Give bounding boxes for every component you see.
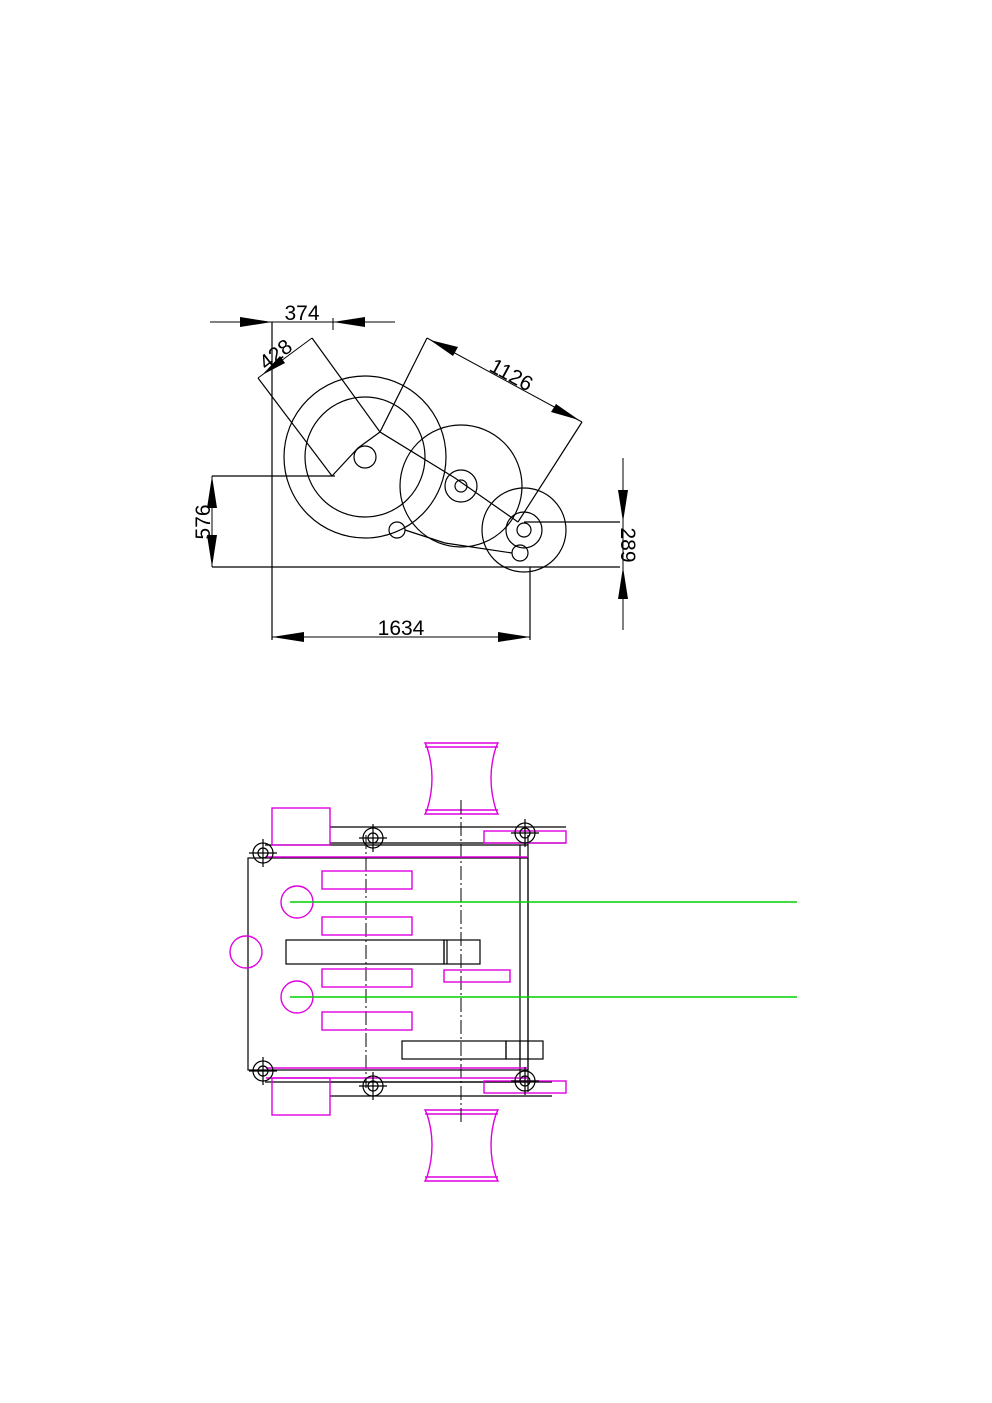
arrow-289-top: [618, 490, 628, 522]
dim-ext-1126b: [517, 421, 583, 523]
belt-line: [404, 529, 513, 554]
arrow-1126-start: [430, 340, 458, 356]
bolt-hole: [249, 1057, 277, 1085]
arrow-576-bottom: [207, 535, 217, 567]
intermediate-gear: [399, 424, 523, 548]
drum-segment: [321, 916, 413, 936]
main-shaft-coupling: [443, 939, 481, 965]
plan-view: [229, 742, 797, 1182]
dim-label-374: 374: [284, 302, 319, 325]
center-link-line: [331, 431, 519, 523]
pinion-shaft-coupling: [505, 1040, 544, 1060]
main-drum-outer: [283, 375, 447, 539]
arrow-428: [262, 356, 285, 375]
bolt-hole: [511, 819, 539, 847]
arrow-1634-right: [498, 632, 530, 642]
bearing-block-top-left: [271, 807, 331, 846]
bolt-hole: [359, 1072, 387, 1100]
arrow-289-bottom: [618, 567, 628, 599]
side-view: 374 428 1126 576 289 1634: [192, 302, 639, 642]
dim-label-1126: 1126: [486, 354, 537, 396]
main-drum-hub: [353, 445, 377, 469]
drum-segment: [321, 870, 413, 890]
bearing-block-bottom-left: [271, 1077, 331, 1116]
main-shaft: [285, 939, 445, 965]
arrow-1634-left: [272, 632, 304, 642]
pinion-gear-hub: [516, 522, 532, 538]
arrow-1126-end: [551, 404, 579, 420]
dim-label-289: 289: [616, 527, 639, 562]
dim-label-576: 576: [192, 504, 215, 539]
dim-ext-428: [257, 377, 333, 477]
dim-ext-1126a: [379, 337, 428, 433]
dim-label-428: 428: [255, 335, 297, 375]
motor-circle: [229, 935, 263, 969]
main-drum-inner: [304, 396, 426, 518]
bolt-hole: [249, 839, 277, 867]
drum-segment: [321, 968, 413, 988]
dim-label-1634: 1634: [378, 617, 425, 640]
pinion-shaft: [401, 1040, 507, 1060]
arrow-374-left: [240, 317, 272, 327]
bolt-hole: [511, 1067, 539, 1095]
idler-small: [388, 521, 406, 539]
arrow-576-top: [207, 476, 217, 508]
pinion-gear: [481, 487, 567, 573]
arrow-374-right: [333, 317, 365, 327]
drum-segment: [321, 1011, 413, 1031]
intermediate-gear-mid: [444, 469, 478, 503]
dim-ext-428b: [311, 337, 381, 433]
bolt-hole: [359, 824, 387, 852]
clutch-bar: [443, 969, 511, 983]
